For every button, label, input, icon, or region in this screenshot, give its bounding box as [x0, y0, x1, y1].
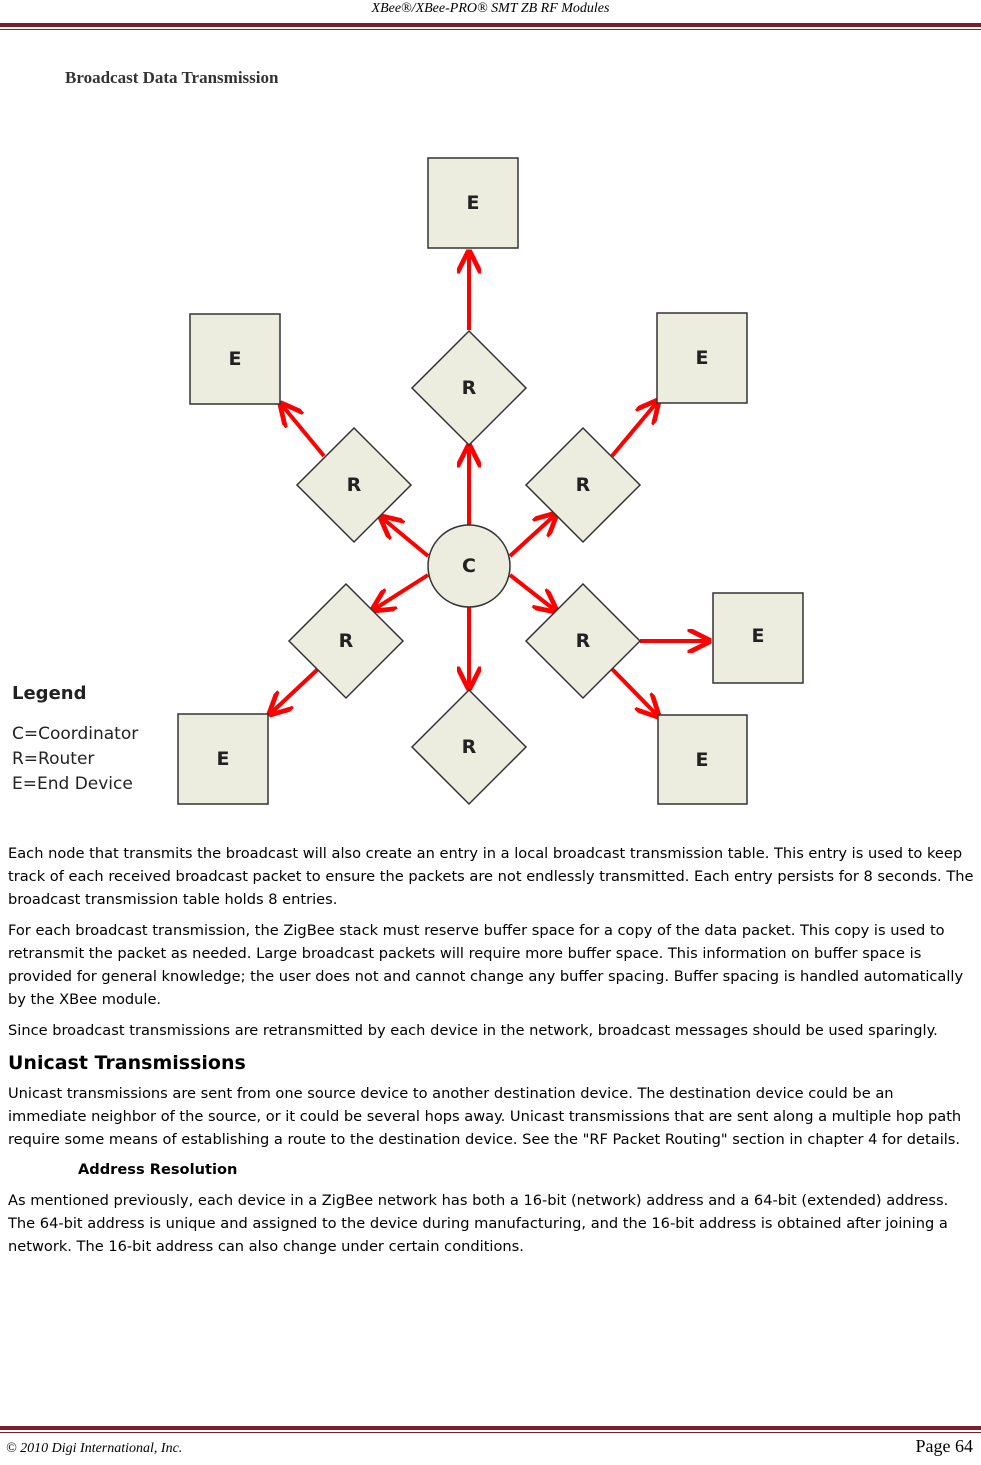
heading-address-resolution: Address Resolution: [78, 1161, 238, 1178]
broadcast-diagram: E E E E E E R R R R R R C: [177, 157, 804, 806]
label-router-upper-right: R: [576, 474, 591, 496]
label-router-lower-left: R: [339, 630, 354, 652]
arrow-r-lower-right-to-e-bottom: [610, 667, 658, 716]
footer-rule-thin: [0, 1432, 981, 1433]
legend-heading: Legend: [12, 683, 87, 704]
label-end-device-lower-right: E: [696, 749, 709, 771]
label-router-bottom: R: [462, 736, 477, 758]
paragraph-sparingly: Since broadcast transmissions are retran…: [8, 1022, 938, 1039]
router-bottom: [410, 688, 528, 806]
label-end-device-right: E: [752, 625, 765, 647]
label-router-lower-right: R: [576, 630, 591, 652]
figure-title: Broadcast Data Transmission: [65, 68, 279, 87]
router-lower-left: [287, 582, 405, 700]
end-device-upper-right: [656, 312, 748, 404]
router-upper-left: [295, 426, 413, 544]
paragraph-address-resolution: As mentioned previously, each device in …: [8, 1192, 949, 1255]
arrow-c-to-r-upper-right: [508, 514, 556, 558]
header-rule-thin: [0, 29, 981, 30]
page-number: Page 64: [915, 1436, 974, 1456]
legend-item-end-device: E=End Device: [12, 774, 133, 794]
arrow-c-to-r-upper-left: [381, 517, 430, 558]
end-device-right: [712, 592, 804, 684]
label-router-upper-left: R: [347, 474, 362, 496]
label-end-device-upper-right: E: [696, 347, 709, 369]
paragraph-buffer-space: For each broadcast transmission, the Zig…: [8, 922, 964, 1008]
coordinator-node: [427, 524, 511, 608]
label-end-device-upper-left: E: [229, 348, 242, 370]
running-header: XBee®/XBee‐PRO® SMT ZB RF Modules: [371, 1, 610, 16]
paragraph-broadcast-table: Each node that transmits the broadcast w…: [8, 845, 974, 908]
end-device-lower-right: [657, 714, 748, 805]
end-device-upper-left: [189, 313, 281, 405]
label-router-top: R: [462, 377, 477, 399]
end-device-lower-left: [177, 713, 269, 805]
router-top: [410, 329, 528, 447]
legend-item-router: R=Router: [12, 749, 95, 769]
router-upper-right: [524, 426, 642, 544]
arrow-c-to-r-lower-left: [373, 573, 430, 610]
label-end-device-lower-left: E: [217, 748, 230, 770]
arrow-c-to-r-lower-right: [508, 573, 556, 611]
arrow-r-upper-right-to-e: [610, 401, 658, 458]
router-lower-right: [524, 582, 642, 700]
heading-unicast: Unicast Transmissions: [8, 1052, 246, 1074]
label-coordinator: C: [462, 555, 476, 577]
body-text: Each node that transmits the broadcast w…: [8, 842, 974, 1266]
footer-rule: [0, 1426, 981, 1430]
legend-item-coordinator: C=Coordinator: [12, 724, 139, 744]
copyright: © 2010 Digi International, Inc.: [6, 1441, 183, 1456]
arrow-r-lower-left-to-e: [270, 667, 320, 714]
legend: Legend C=Coordinator R=Router E=End Devi…: [12, 683, 138, 797]
label-end-device-top: E: [467, 192, 480, 214]
arrow-r-upper-left-to-e: [281, 404, 326, 458]
header-rule: [0, 23, 981, 27]
paragraph-unicast: Unicast transmissions are sent from one …: [8, 1085, 962, 1148]
end-device-top: [427, 157, 519, 249]
